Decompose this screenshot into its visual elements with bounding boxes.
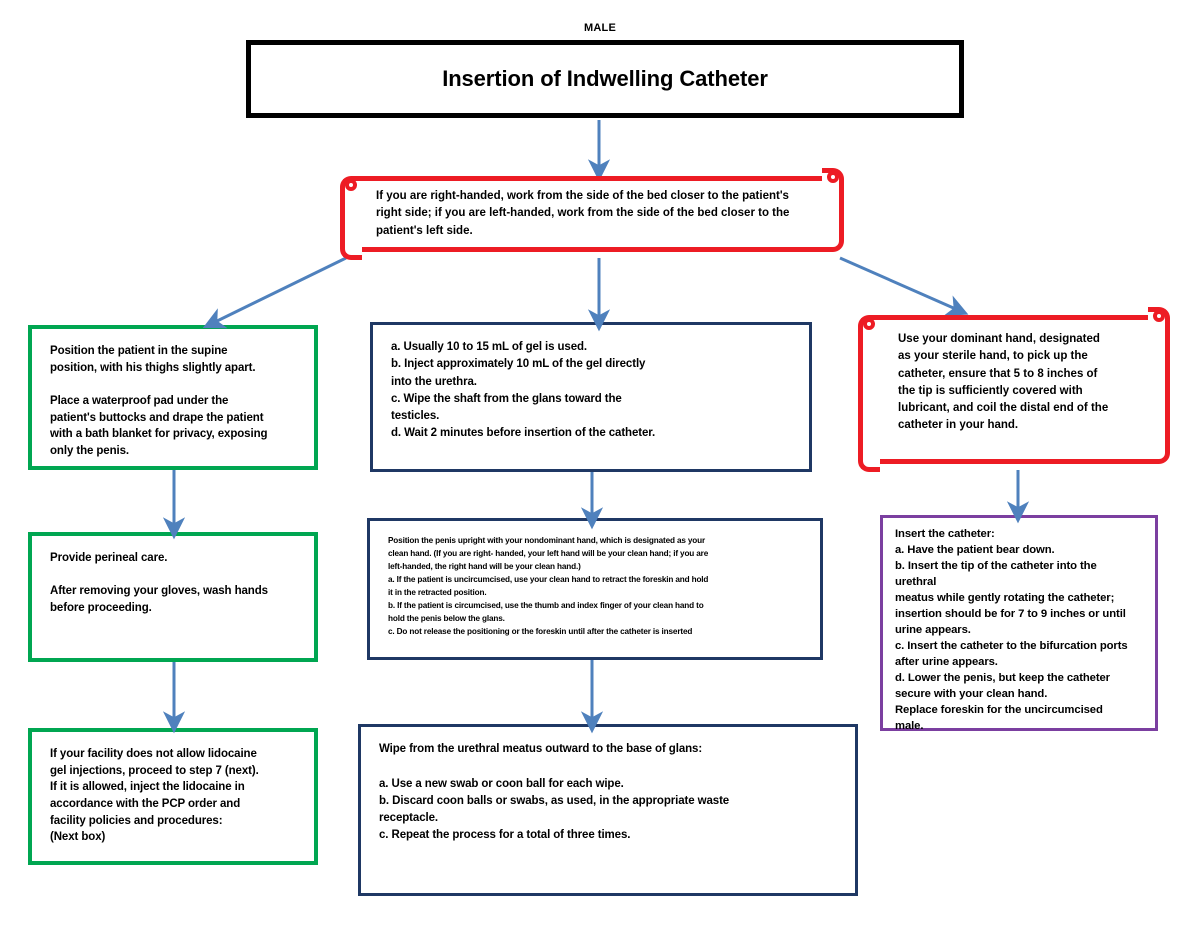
lidocaine-policy-text: If your facility does not allow lidocain… xyxy=(50,748,259,844)
gel-instructions-box: a. Usually 10 to 15 mL of gel is used. b… xyxy=(370,322,812,472)
arrow-handedness-to-dominant-hand xyxy=(839,256,969,316)
insert-catheter-box: Insert the catheter: a. Have the patient… xyxy=(880,515,1158,733)
scroll-curl-dot-right-icon xyxy=(827,171,839,183)
scroll-curl-left-icon xyxy=(340,176,362,260)
page-title-box: Insertion of Indwelling Catheter xyxy=(246,40,964,118)
penis-positioning-text: Position the penis upright with your non… xyxy=(388,536,709,636)
scroll-curl-dot-left-icon xyxy=(345,179,357,191)
scroll-curl-right-icon xyxy=(1148,307,1170,464)
positioning-box: Position the patient in the supine posit… xyxy=(28,325,318,470)
perineal-care-box: Provide perineal care. After removing yo… xyxy=(28,532,318,662)
scroll-curl-dot-left-icon xyxy=(863,318,875,330)
lidocaine-policy-box: If your facility does not allow lidocain… xyxy=(28,728,318,865)
dominant-hand-scroll-box: Use your dominant hand, designated as yo… xyxy=(858,307,1170,472)
penis-positioning-box: Position the penis upright with your non… xyxy=(367,518,823,660)
scroll-curl-dot-right-icon xyxy=(1153,310,1165,322)
gel-instructions-text: a. Usually 10 to 15 mL of gel is used. b… xyxy=(391,341,656,440)
male-label: MALE xyxy=(584,22,616,34)
page-title: Insertion of Indwelling Catheter xyxy=(442,66,768,91)
insert-catheter-text: Insert the catheter: a. Have the patient… xyxy=(895,528,1128,733)
perineal-care-text: Provide perineal care. After removing yo… xyxy=(50,552,268,615)
scroll-curl-left-icon xyxy=(858,315,880,472)
handedness-text: If you are right-handed, work from the s… xyxy=(376,190,793,237)
dominant-hand-text: Use your dominant hand, designated as yo… xyxy=(898,333,1109,432)
wipe-meatus-text: Wipe from the urethral meatus outward to… xyxy=(379,743,730,842)
handedness-scroll-box: If you are right-handed, work from the s… xyxy=(340,168,844,260)
arrow-handedness-to-positioning xyxy=(202,256,347,329)
scroll-curl-right-icon xyxy=(822,168,844,252)
wipe-meatus-box: Wipe from the urethral meatus outward to… xyxy=(358,724,858,896)
positioning-text: Position the patient in the supine posit… xyxy=(50,345,268,458)
